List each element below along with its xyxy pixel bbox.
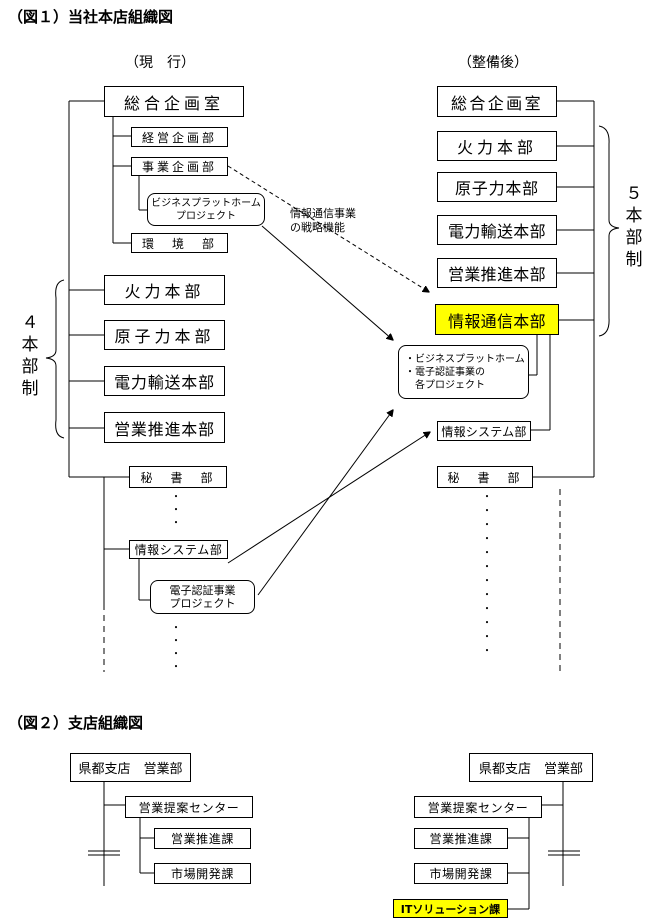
current-sub-unit: 経営企画部 <box>131 127 228 147</box>
system-label-char: 部 <box>21 357 39 377</box>
future-info-comm-division: 情報通信本部 <box>435 304 559 335</box>
project-line: 電子認証事業 <box>169 584 236 597</box>
right-section: 営業推進課 <box>414 828 508 849</box>
current-division: 営業推進本部 <box>104 412 225 443</box>
project-line: ビジネスプラットホーム <box>151 197 261 209</box>
current-ecert-project: 電子認証事業 プロジェクト <box>150 580 255 614</box>
future-secretary: 秘 書 部 <box>437 466 533 488</box>
current-label: （現 行） <box>125 55 195 71</box>
right-section: 市場開発課 <box>414 863 508 884</box>
current-sub-unit: 環 境 部 <box>131 233 228 253</box>
system-label-char: ５ <box>625 184 643 204</box>
future-division: 原子力本部 <box>437 172 557 202</box>
project-line: ・電子認証事業の <box>405 366 485 378</box>
current-planning-office: 総合企画室 <box>104 86 244 117</box>
future-projects: ・ビジネスプラットホーム ・電子認証事業の 各プロジェクト <box>398 345 529 399</box>
right-it-solution-section: ITソリューション課 <box>393 899 508 918</box>
fig1-title: （図１）当社本店組織図 <box>8 8 174 26</box>
fig2-title: （図２）支店組織図 <box>8 714 144 732</box>
future-planning-office: 総合企画室 <box>437 86 557 117</box>
system-label-char: 制 <box>21 379 39 399</box>
left-section: 営業推進課 <box>154 828 251 849</box>
system-label-char: ４ <box>21 313 39 333</box>
left-sales-center: 営業提案センター <box>125 796 253 818</box>
current-division: 電力輸送本部 <box>104 366 225 396</box>
system-label-char: 制 <box>625 250 643 270</box>
ellipsis-dots-right: ・・・・・・・・・・・・ <box>482 492 492 657</box>
strategy-note-line: 情報通信事業 <box>290 207 356 220</box>
ellipsis-dots-left-upper: ・・・ <box>171 492 181 529</box>
current-system-label: ４ 本 部 制 <box>20 312 40 400</box>
project-line: プロジェクト <box>176 210 236 222</box>
current-infosys: 情報システム部 <box>129 540 228 559</box>
current-bp-project: ビジネスプラットホーム プロジェクト <box>147 193 265 226</box>
right-branch-sales: 県都支店 営業部 <box>469 753 593 782</box>
system-label-char: 本 <box>21 335 39 355</box>
future-division: 営業推進本部 <box>437 258 557 288</box>
right-sales-center: 営業提案センター <box>414 796 542 818</box>
strategy-note: 情報通信事業 の戦略機能 <box>290 207 356 235</box>
strategy-note-line: の戦略機能 <box>290 221 345 234</box>
current-sub-unit: 事業企画部 <box>131 157 228 176</box>
future-label: （整備後） <box>458 55 528 71</box>
project-line: プロジェクト <box>169 597 236 610</box>
future-infosys: 情報システム部 <box>437 421 531 441</box>
future-system-label: ５ 本 部 制 <box>624 183 644 271</box>
current-division: 火力本部 <box>104 275 225 305</box>
project-line: 各プロジェクト <box>405 379 485 391</box>
system-label-char: 部 <box>625 228 643 248</box>
left-branch-sales: 県都支店 営業部 <box>70 753 191 782</box>
system-label-char: 本 <box>625 206 643 226</box>
current-secretary: 秘 書 部 <box>129 466 227 488</box>
left-section: 市場開発課 <box>154 863 251 884</box>
future-division: 火力本部 <box>437 131 557 161</box>
project-line: ・ビジネスプラットホーム <box>405 353 525 365</box>
current-division: 原子力本部 <box>104 320 225 350</box>
future-division: 電力輸送本部 <box>437 215 557 245</box>
ellipsis-dots-left-lower: ・・・・ <box>171 623 181 673</box>
